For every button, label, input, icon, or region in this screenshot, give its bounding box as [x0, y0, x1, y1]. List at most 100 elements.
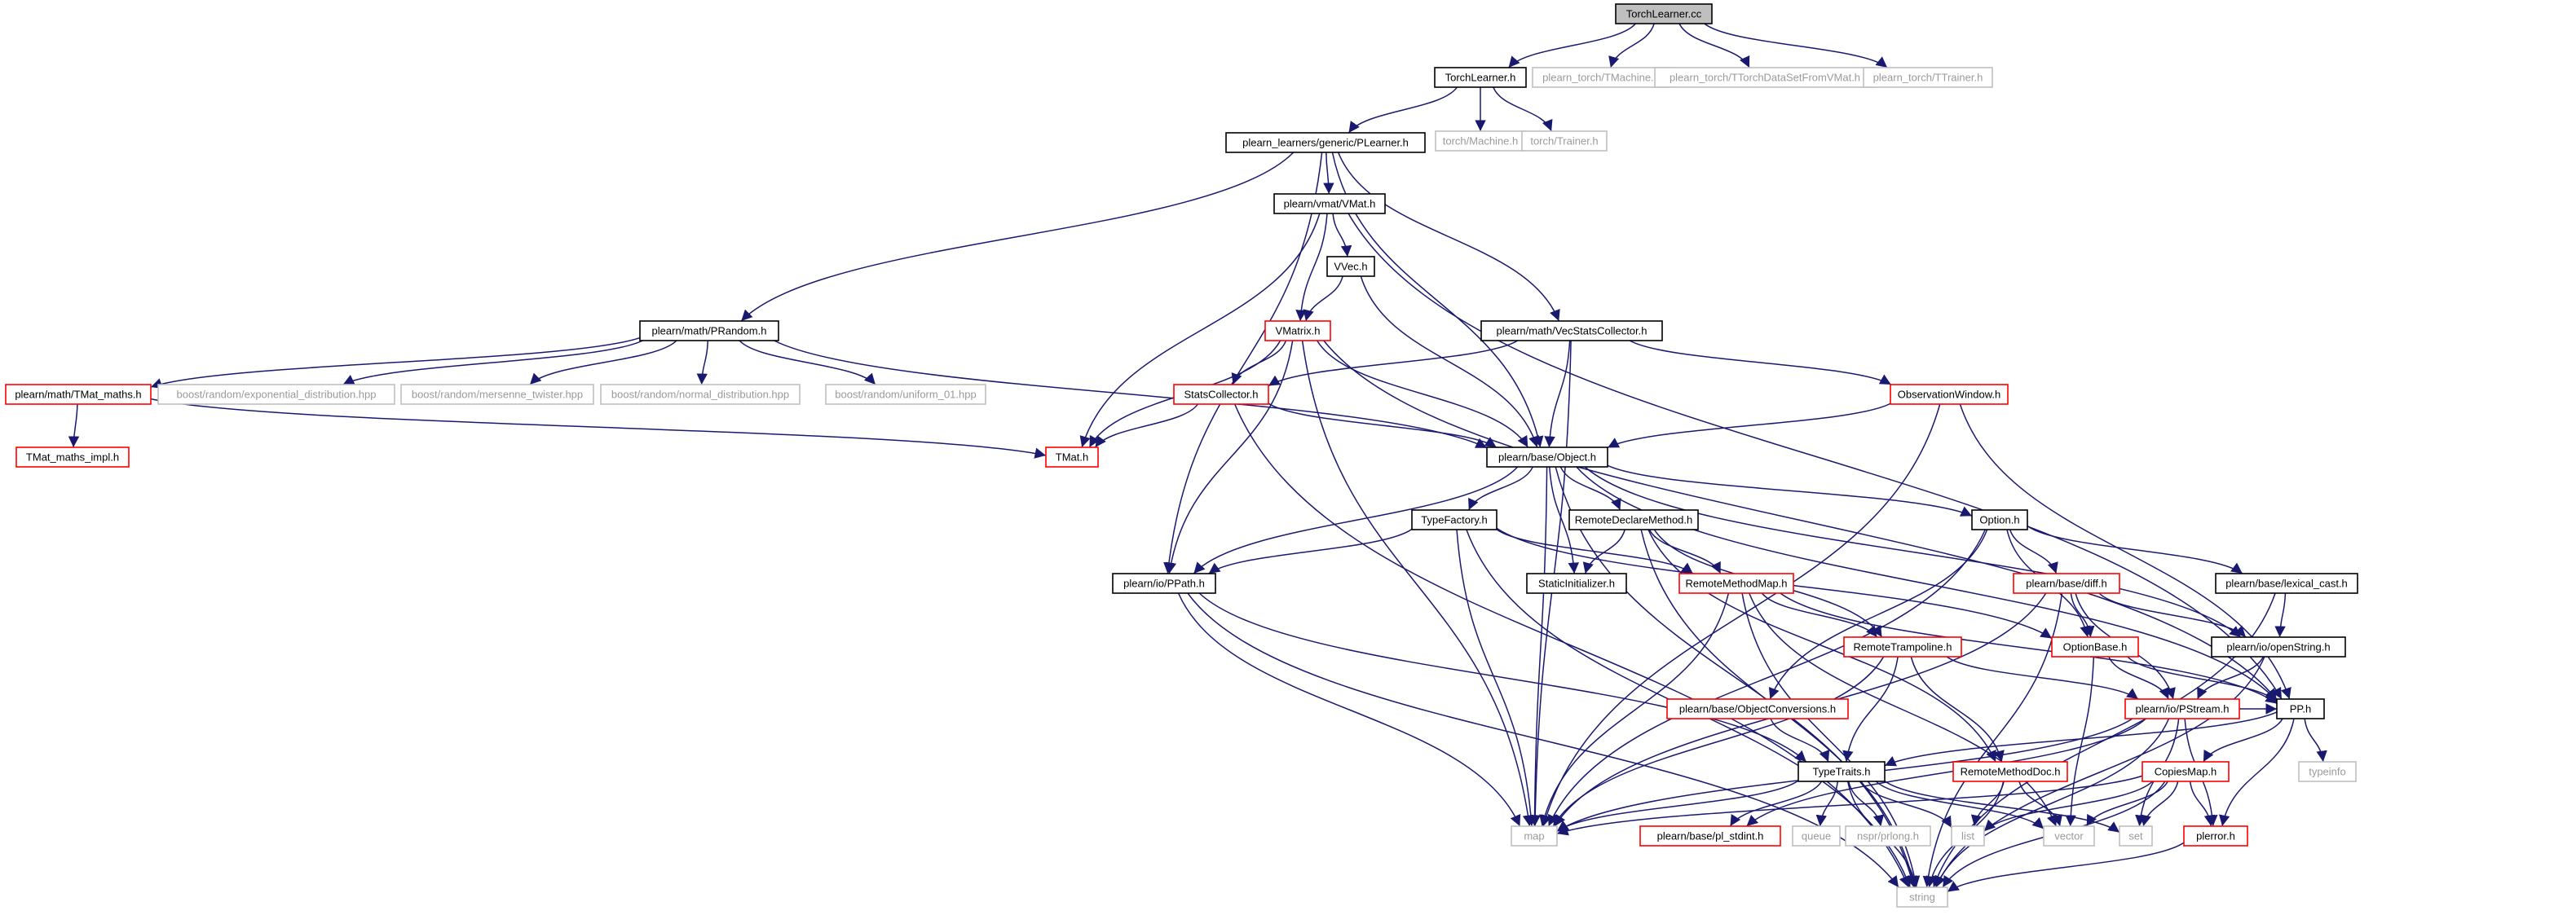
edge-ppath-to-typetraits: [1198, 592, 1807, 763]
node-box: [1896, 886, 1948, 908]
edge-copiesmap-to-vector: [2086, 781, 2168, 827]
edge-remotemethodmap-to-map: [1539, 592, 1730, 827]
edge-typetraits-to-map: [1556, 780, 1799, 832]
node-torch_machine: torch/Machine.h: [1435, 130, 1526, 152]
node-box: [15, 447, 130, 468]
node-label: plearn/io/openString.h: [2226, 640, 2330, 653]
node-box: [1273, 193, 1386, 214]
node-box: [1480, 320, 1663, 341]
node-pl_stdint[interactable]: plearn/base/pl_stdint.h: [1639, 825, 1781, 847]
edge-line: [1629, 340, 1892, 385]
node-typefactory[interactable]: TypeFactory.h: [1411, 509, 1498, 530]
node-box: [2013, 573, 2120, 594]
edge-plearner-to-vmat: [1323, 152, 1334, 195]
node-remotetrampoline[interactable]: RemoteTrampoline.h: [1843, 636, 1962, 658]
node-lexical_cast[interactable]: plearn/base/lexical_cast.h: [2215, 573, 2358, 594]
node-openstring[interactable]: plearn/io/openString.h: [2211, 636, 2346, 658]
node-box: [1112, 573, 1216, 594]
node-label: plearn/io/PPath.h: [1123, 577, 1205, 589]
node-box: [2215, 573, 2358, 594]
edge-line: [1607, 403, 1891, 449]
edge-line: [1360, 275, 1540, 448]
node-label: VMatrix.h: [1276, 324, 1321, 337]
node-tmat[interactable]: TMat.h: [1045, 447, 1099, 468]
node-label: TorchLearner.h: [1445, 71, 1516, 83]
node-remotemethodmap[interactable]: RemoteMethodMap.h: [1678, 573, 1794, 594]
edge-typetraits-to-vector: [1875, 781, 2044, 829]
node-remotemethoddoc[interactable]: RemoteMethodDoc.h: [1952, 761, 2068, 782]
node-copiesmap[interactable]: CopiesMap.h: [2142, 761, 2230, 782]
edge-vecstats-to-statscollector: [1268, 340, 1519, 387]
node-typetraits[interactable]: TypeTraits.h: [1797, 761, 1886, 782]
node-label: VVec.h: [1334, 260, 1367, 272]
edge-line: [2098, 592, 2247, 638]
node-torchlearner_cc[interactable]: TorchLearner.cc: [1615, 3, 1713, 24]
node-vmat[interactable]: plearn/vmat/VMat.h: [1273, 193, 1386, 214]
edge-line: [1761, 592, 1878, 638]
node-plerror[interactable]: plerror.h: [2183, 825, 2248, 847]
node-box: [1654, 67, 1876, 88]
edge-line: [1198, 592, 1807, 763]
node-box: [1486, 447, 1608, 468]
node-ppath[interactable]: plearn/io/PPath.h: [1112, 573, 1216, 594]
node-box: [1951, 825, 1985, 847]
edge-copiesmap-to-list: [1983, 781, 2153, 832]
node-pp[interactable]: PP.h: [2276, 698, 2325, 719]
node-object[interactable]: plearn/base/Object.h: [1486, 447, 1608, 468]
edge-line: [342, 340, 643, 385]
edge-line: [1934, 718, 2170, 888]
edge-typetraits-to-list: [1859, 781, 1952, 829]
edge-vmat-to-vmatrix: [1295, 213, 1328, 322]
edge-line: [1508, 23, 1636, 68]
node-vmatrix[interactable]: VMatrix.h: [1264, 320, 1331, 341]
node-label: RemoteTrampoline.h: [1854, 640, 1952, 653]
edge-line: [1746, 718, 2146, 827]
node-label: plearn/base/ObjectConversions.h: [1679, 702, 1836, 715]
edge-remotetrampoline-to-remotemethoddoc: [1910, 656, 2005, 763]
edge-plearner-to-prandom: [740, 152, 1295, 322]
edge-line: [1496, 529, 1694, 574]
node-torchlearner_h[interactable]: TorchLearner.h: [1434, 67, 1527, 88]
edge-remotemethoddoc-to-vector: [2018, 781, 2062, 827]
node-box: [1264, 320, 1331, 341]
edge-line: [1549, 466, 1580, 574]
node-prandom[interactable]: plearn/math/PRandom.h: [639, 320, 779, 341]
edge-line: [1317, 340, 1528, 448]
edge-torchlearner_h-to-plearner: [1348, 86, 1458, 134]
edge-prandom-to-object: [774, 340, 1488, 449]
node-label: torch/Machine.h: [1443, 134, 1519, 147]
node-diff[interactable]: plearn/base/diff.h: [2013, 573, 2120, 594]
node-objconv[interactable]: plearn/base/ObjectConversions.h: [1666, 698, 1849, 719]
edge-prandom-to-boost_normal: [696, 340, 709, 385]
node-option[interactable]: Option.h: [1971, 509, 2028, 530]
node-label: ObservationWindow.h: [1898, 388, 2000, 400]
edge-typetraits-to-queue: [1815, 781, 1839, 827]
node-tmat_maths_impl[interactable]: TMat_maths_impl.h: [15, 447, 130, 468]
edge-plearner-to-vecstats: [1337, 152, 1560, 322]
node-tmat_maths[interactable]: plearn/math/TMat_maths.h: [5, 384, 152, 405]
node-pstream[interactable]: plearn/io/PStream.h: [2124, 698, 2240, 719]
node-staticinit[interactable]: StaticInitializer.h: [1526, 573, 1627, 594]
node-box: [2276, 698, 2325, 719]
edge-vecstats-to-obswindow: [1629, 340, 1892, 385]
edge-line: [1582, 529, 1625, 574]
node-box: [1526, 573, 1627, 594]
node-vecstats[interactable]: plearn/math/VecStatsCollector.h: [1480, 320, 1663, 341]
node-remotedeclare[interactable]: RemoteDeclareMethod.h: [1568, 509, 1699, 530]
node-box: [1411, 509, 1498, 530]
edge-prandom-to-boost_uniform: [739, 340, 876, 385]
edge-typefactory-to-remotemethodmap: [1496, 529, 1694, 574]
edge-line: [1268, 340, 1519, 387]
edge-diff-to-openstring: [2098, 592, 2247, 638]
edge-line: [1348, 86, 1458, 134]
node-obswindow[interactable]: ObservationWindow.h: [1890, 384, 2009, 405]
edge-line: [1946, 656, 2139, 700]
node-vvec[interactable]: VVec.h: [1326, 256, 1375, 277]
edge-obswindow-to-object: [1607, 403, 1891, 449]
node-statscollector[interactable]: StatsCollector.h: [1173, 384, 1269, 405]
edge-line: [1770, 718, 1830, 763]
node-optionbase[interactable]: OptionBase.h: [2051, 636, 2139, 658]
node-box: [2298, 761, 2357, 782]
node-box: [157, 384, 395, 405]
node-plearner[interactable]: plearn_learners/generic/PLearner.h: [1225, 132, 1426, 153]
